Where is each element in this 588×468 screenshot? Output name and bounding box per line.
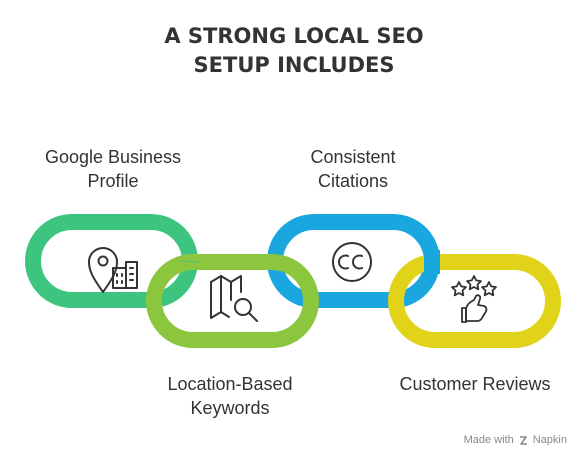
label-line-1: Customer Reviews bbox=[399, 374, 551, 394]
title-line-1: A STRONG LOCAL SEO bbox=[164, 24, 424, 48]
stars-hand-icon bbox=[451, 275, 497, 323]
label-google-business-profile: Google Business Profile bbox=[10, 145, 216, 193]
creative-commons-icon bbox=[332, 242, 372, 282]
title-line-2: SETUP INCLUDES bbox=[193, 53, 395, 77]
chain-link-location-based-keywords bbox=[146, 254, 319, 348]
chain-link-google-business-profile bbox=[25, 214, 198, 308]
label-line-2: Keywords bbox=[190, 398, 270, 418]
napkin-brand-label: Napkin bbox=[532, 434, 567, 446]
label-location-based-keywords: Location-Based Keywords bbox=[127, 372, 333, 420]
napkin-logo-icon bbox=[519, 435, 527, 445]
label-line-2: Citations bbox=[317, 171, 389, 191]
label-consistent-citations: Consistent Citations bbox=[250, 145, 456, 193]
napkin-attribution: Made with Napkin bbox=[464, 434, 567, 446]
label-line-1: Google Business bbox=[44, 147, 182, 167]
chain-link-customer-reviews bbox=[388, 254, 561, 348]
label-customer-reviews: Customer Reviews bbox=[372, 372, 578, 396]
label-line-1: Location-Based bbox=[167, 374, 293, 394]
map-search-icon bbox=[210, 275, 258, 322]
label-line-1: Consistent bbox=[310, 147, 396, 167]
label-line-2: Profile bbox=[87, 171, 139, 191]
made-with-label: Made with bbox=[463, 434, 514, 446]
location-pin-building-icon bbox=[88, 247, 138, 293]
diagram-title: A STRONG LOCAL SEO SETUP INCLUDES bbox=[0, 22, 588, 80]
